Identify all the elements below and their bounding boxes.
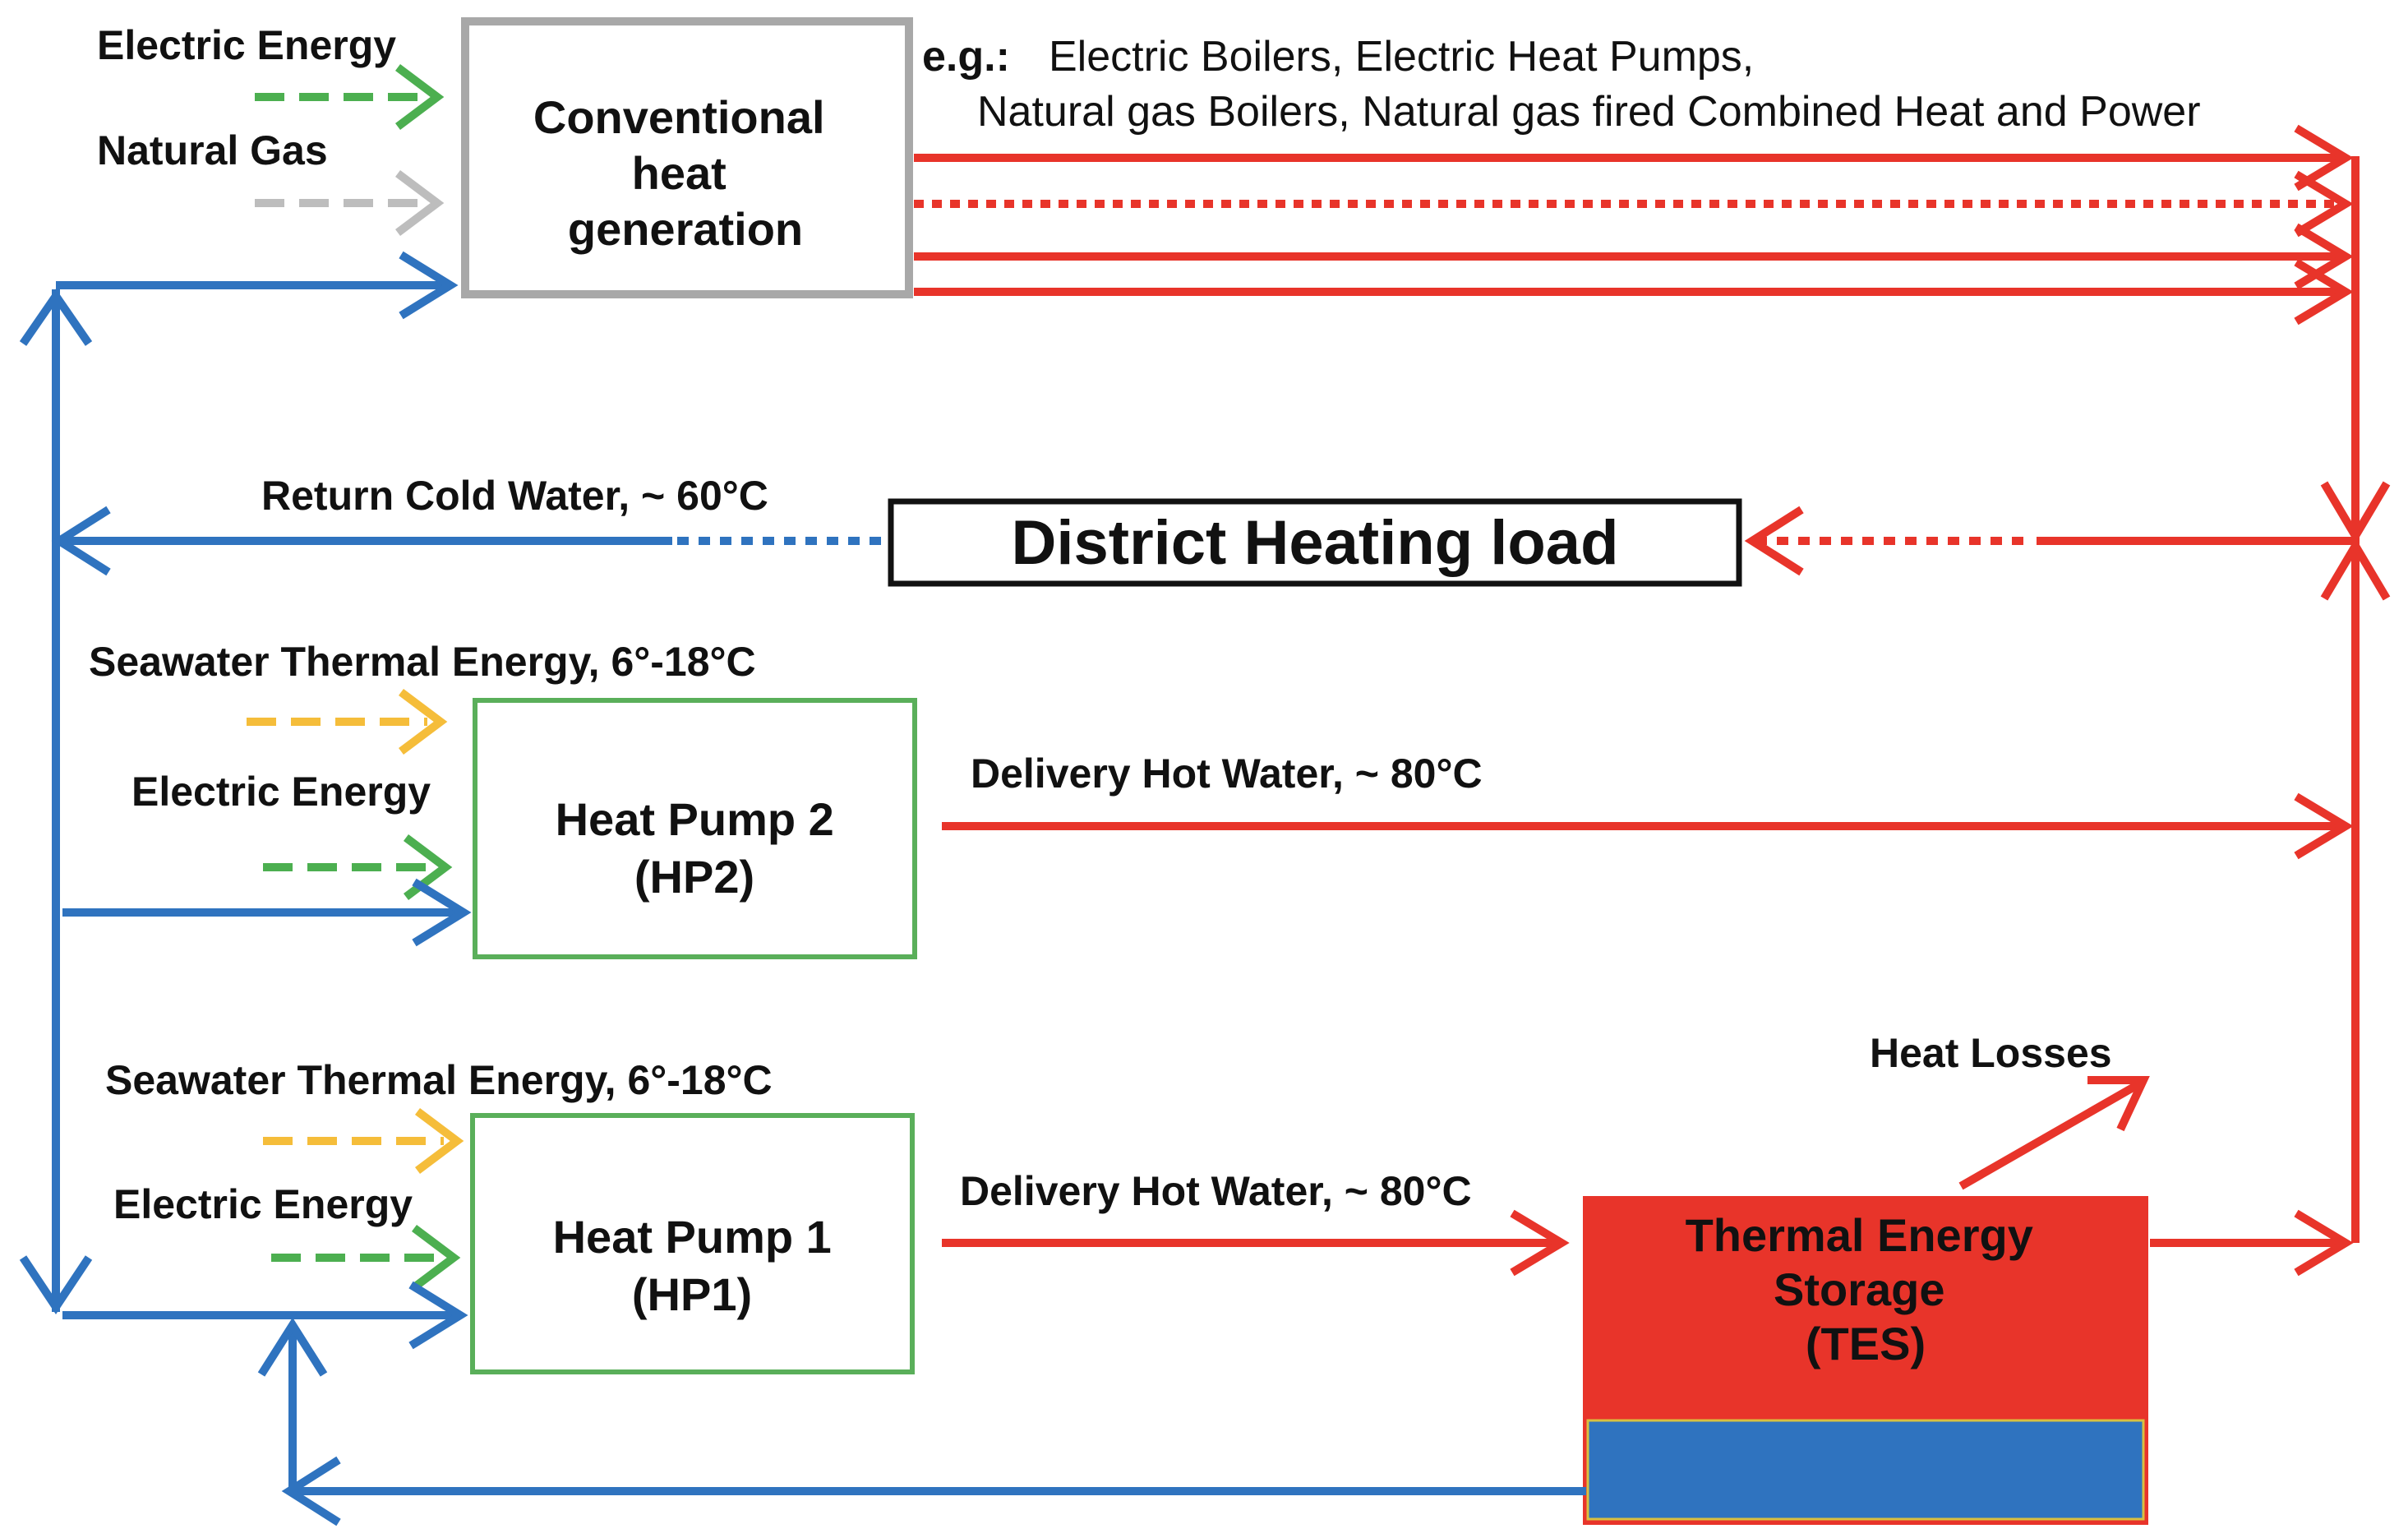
hp1-seawater-arrowhead	[415, 1108, 464, 1174]
hp1-box	[470, 1113, 915, 1374]
cold-return-network	[19, 251, 1586, 1526]
conventional-label-line-1: Conventional	[533, 91, 825, 143]
conventional-box	[461, 17, 913, 298]
return-to-hp1-arrowhead	[408, 1281, 468, 1350]
return-to-hp2-arrowhead	[412, 878, 472, 947]
conventional-output-1-arrowhead	[2294, 124, 2354, 192]
heat-losses-arrow	[1958, 1079, 2143, 1190]
examples-line-1: Electric Boilers, Electric Heat Pumps,	[1049, 33, 1754, 81]
hp1-electric-arrowhead	[412, 1225, 461, 1291]
hp1-delivery-arrowhead	[1510, 1209, 1570, 1277]
conventional-gas-label: Natural Gas	[97, 127, 328, 173]
hp1-electric-label: Electric Energy	[113, 1181, 413, 1227]
heat-pump-1-block: Heat Pump 1 (HP1)	[470, 1113, 915, 1374]
input-arrows	[247, 64, 464, 1291]
supply-trunk-up-arrowhead	[2320, 538, 2391, 601]
svg-text:Conventional heat: Conventional heat generation	[533, 91, 837, 255]
hp2-electric-label: Electric Energy	[131, 769, 431, 815]
hp2-label-line-1: Heat Pump 2	[556, 793, 834, 845]
return-to-conventional-arrowhead	[399, 251, 459, 320]
conventional-output-4-arrowhead	[2294, 258, 2354, 326]
svg-text:Heat Pump 2 (HP2): Heat Pump 2 (HP2)	[556, 793, 847, 903]
conventional-label-line-3: generation	[568, 203, 803, 255]
hp2-label-line-2: (HP2)	[634, 851, 754, 903]
svg-text:Heat Pump 1 (HP1): Heat Pump 1 (HP1)	[553, 1211, 845, 1320]
hp2-delivery-arrowhead	[2294, 792, 2354, 860]
conventional-gas-arrowhead	[395, 170, 445, 236]
hp1-delivery-label: Delivery Hot Water, ~ 80°C	[960, 1168, 1472, 1214]
tes-label-line-1: Thermal Energy	[1686, 1209, 2033, 1261]
examples-line-2: Natural gas Boilers, Natural gas fired C…	[977, 88, 2201, 136]
hp2-seawater-label: Seawater Thermal Energy, 6°-18°C	[89, 639, 756, 685]
tes-return-up-arrowhead	[257, 1317, 328, 1377]
heat-losses-label: Heat Losses	[1870, 1030, 2112, 1076]
load-feed-arrowhead	[1744, 506, 1804, 576]
heat-losses-arrowhead	[2087, 1076, 2150, 1132]
conventional-electric-label: Electric Energy	[97, 22, 396, 68]
conventional-output-2-arrowhead	[2294, 170, 2354, 238]
tes-output-arrowhead	[2294, 1209, 2354, 1277]
examples-prefix: e.g.:	[922, 33, 1010, 81]
svg-text:Thermal Energy Storage: Thermal Energy Storage (TES)	[1686, 1209, 2046, 1369]
supply-trunk-down-arrowhead	[2320, 481, 2391, 544]
tes-cold-region	[1586, 1419, 2145, 1521]
return-cold-water-arrowhead	[51, 506, 111, 576]
hot-supply-network	[914, 124, 2391, 1277]
conventional-heat-generation-block: Conventional heat generation	[461, 17, 913, 298]
hp1-seawater-label: Seawater Thermal Energy, 6°-18°C	[105, 1057, 773, 1103]
tes-label-line-3: (TES)	[1806, 1318, 1926, 1369]
load-box	[888, 498, 1742, 587]
conventional-electric-arrowhead	[395, 64, 445, 130]
labels: Electric Energy Natural Gas e.g.: Electr…	[89, 22, 2201, 1227]
hp1-label-line-2: (HP1)	[632, 1268, 752, 1320]
tes-label-line-2: Storage	[1774, 1263, 1945, 1315]
hp2-box	[473, 698, 917, 959]
thermal-energy-storage-block: Thermal Energy Storage (TES)	[1583, 1196, 2148, 1525]
heat-pump-2-block: Heat Pump 2 (HP2)	[473, 698, 917, 959]
return-trunk-bottom-arrowhead	[19, 1255, 93, 1315]
return-trunk-top-arrowhead	[19, 289, 93, 346]
district-heating-load-block: District Heating load	[888, 498, 1742, 587]
load-label: District Heating load	[1012, 508, 1619, 578]
hp2-seawater-arrowhead	[399, 689, 448, 755]
hp2-delivery-label: Delivery Hot Water, ~ 80°C	[971, 751, 1483, 797]
conventional-label-line-2: heat	[632, 147, 727, 199]
return-cold-water-label: Return Cold Water, ~ 60°C	[261, 473, 768, 519]
hp1-label-line-1: Heat Pump 1	[553, 1211, 832, 1263]
